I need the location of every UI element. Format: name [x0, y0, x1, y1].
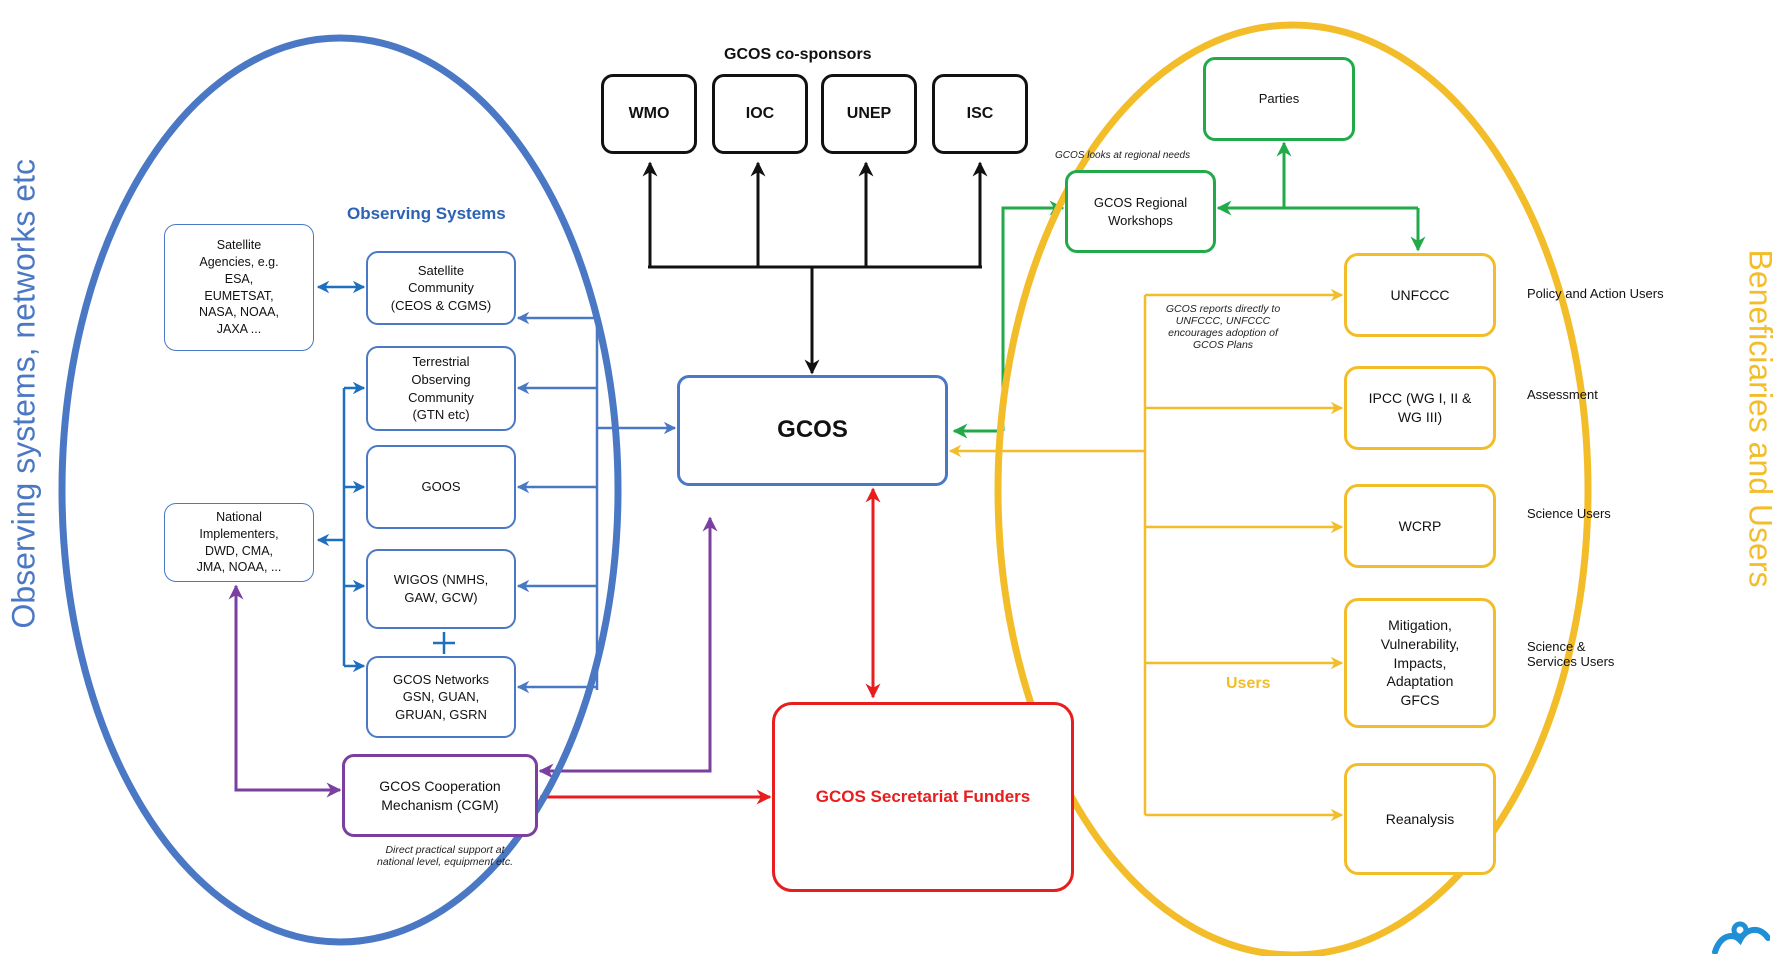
terrestrial-community-box: Terrestrial Observing Community (GTN etc… — [366, 346, 516, 431]
wigos-box: WIGOS (NMHS, GAW, GCW) — [366, 549, 516, 629]
user-box-mitigation: Mitigation, Vulnerability, Impacts, Adap… — [1344, 598, 1496, 728]
user-role-services: Science & Services Users — [1527, 639, 1615, 669]
observing-systems-title: Observing Systems — [347, 204, 506, 223]
cgm-box: GCOS Cooperation Mechanism (CGM) — [342, 754, 538, 837]
user-box-ipcc: IPCC (WG I, II & WG III) — [1344, 366, 1496, 450]
national-implementers-box: National Implementers, DWD, CMA, JMA, NO… — [164, 503, 314, 582]
cosponsor-wmo: WMO — [601, 74, 697, 154]
unfccc-note: GCOS reports directly to UNFCCC, UNFCCC … — [1165, 303, 1281, 351]
gcos-center-box: GCOS — [677, 375, 948, 486]
user-role-assessment: Assessment — [1527, 387, 1598, 402]
user-box-wcrp: WCRP — [1344, 484, 1496, 568]
wmo-logo-fragment — [1712, 921, 1770, 954]
satellite-community-box: Satellite Community (CEOS & CGMS) — [366, 251, 516, 325]
user-role-science: Science Users — [1527, 506, 1611, 521]
user-role-policy: Policy and Action Users — [1527, 286, 1664, 301]
goos-box: GOOS — [366, 445, 516, 529]
cgm-note: Direct practical support at national lev… — [376, 844, 513, 868]
regional-workshops-box: GCOS Regional Workshops — [1065, 170, 1216, 253]
cosponsors-title: GCOS co-sponsors — [724, 46, 872, 63]
parties-box: Parties — [1203, 57, 1355, 141]
left-side-label: Observing systems, networks etc — [5, 159, 42, 629]
cosponsor-isc: ISC — [932, 74, 1028, 154]
cosponsor-ioc: IOC — [712, 74, 808, 154]
user-box-unfccc: UNFCCC — [1344, 253, 1496, 337]
gcos-networks-box: GCOS Networks GSN, GUAN, GRUAN, GSRN — [366, 656, 516, 738]
users-label: Users — [1226, 675, 1271, 692]
user-box-reanalysis: Reanalysis — [1344, 763, 1496, 875]
regional-needs-note: GCOS looks at regional needs — [1055, 150, 1191, 161]
secretariat-funders-box: GCOS Secretariat Funders — [772, 702, 1074, 892]
satellite-agencies-box: Satellite Agencies, e.g. ESA, EUMETSAT, … — [164, 224, 314, 351]
cosponsor-unep: UNEP — [821, 74, 917, 154]
right-side-label: Beneficiaries and Users — [1742, 249, 1779, 588]
